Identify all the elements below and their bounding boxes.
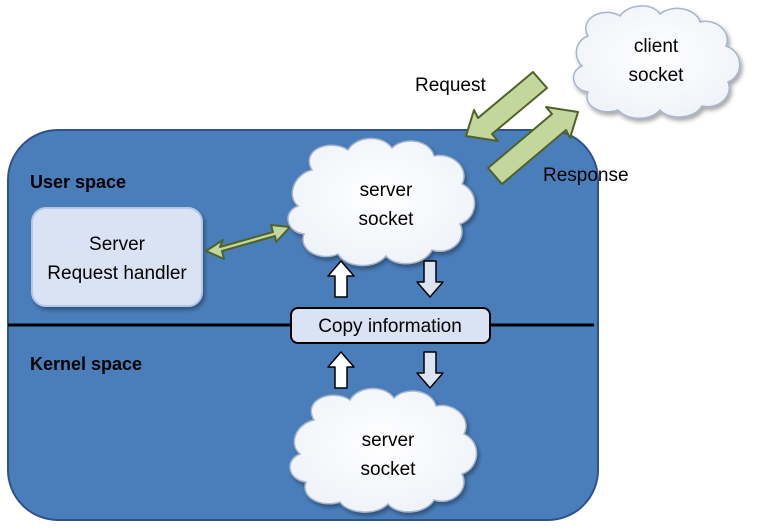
- server-socket-user-line2: socket: [359, 209, 415, 230]
- up-arrow-lower: [327, 351, 355, 389]
- handler-line2: Request handler: [47, 263, 187, 284]
- request-handler-box: Server Request handler: [31, 207, 203, 307]
- down-arrow-upper: [416, 260, 444, 298]
- request-arrow: [465, 71, 548, 142]
- kernel-space-label: Kernel space: [30, 354, 142, 374]
- server-socket-cloud-kernel: server socket: [289, 387, 478, 513]
- up-arrow-upper: [327, 260, 355, 298]
- down-arrow-lower: [416, 351, 444, 389]
- server-socket-cloud-user: server socket: [287, 137, 476, 267]
- request-label: Request: [415, 75, 486, 96]
- client-socket-line2: socket: [629, 65, 685, 86]
- response-label: Response: [543, 165, 629, 186]
- response-arrow: [487, 106, 579, 185]
- client-socket-line1: client: [634, 36, 679, 57]
- copy-information-label: Copy information: [318, 316, 462, 337]
- user-space-label: User space: [30, 172, 126, 192]
- server-socket-kernel-line2: socket: [361, 459, 417, 480]
- server-socket-kernel-line1: server: [362, 430, 415, 451]
- handler-line1: Server: [89, 234, 146, 255]
- server-socket-user-line1: server: [360, 180, 413, 201]
- client-socket-cloud: client socket: [572, 5, 741, 119]
- copy-information-box: Copy information: [290, 307, 491, 344]
